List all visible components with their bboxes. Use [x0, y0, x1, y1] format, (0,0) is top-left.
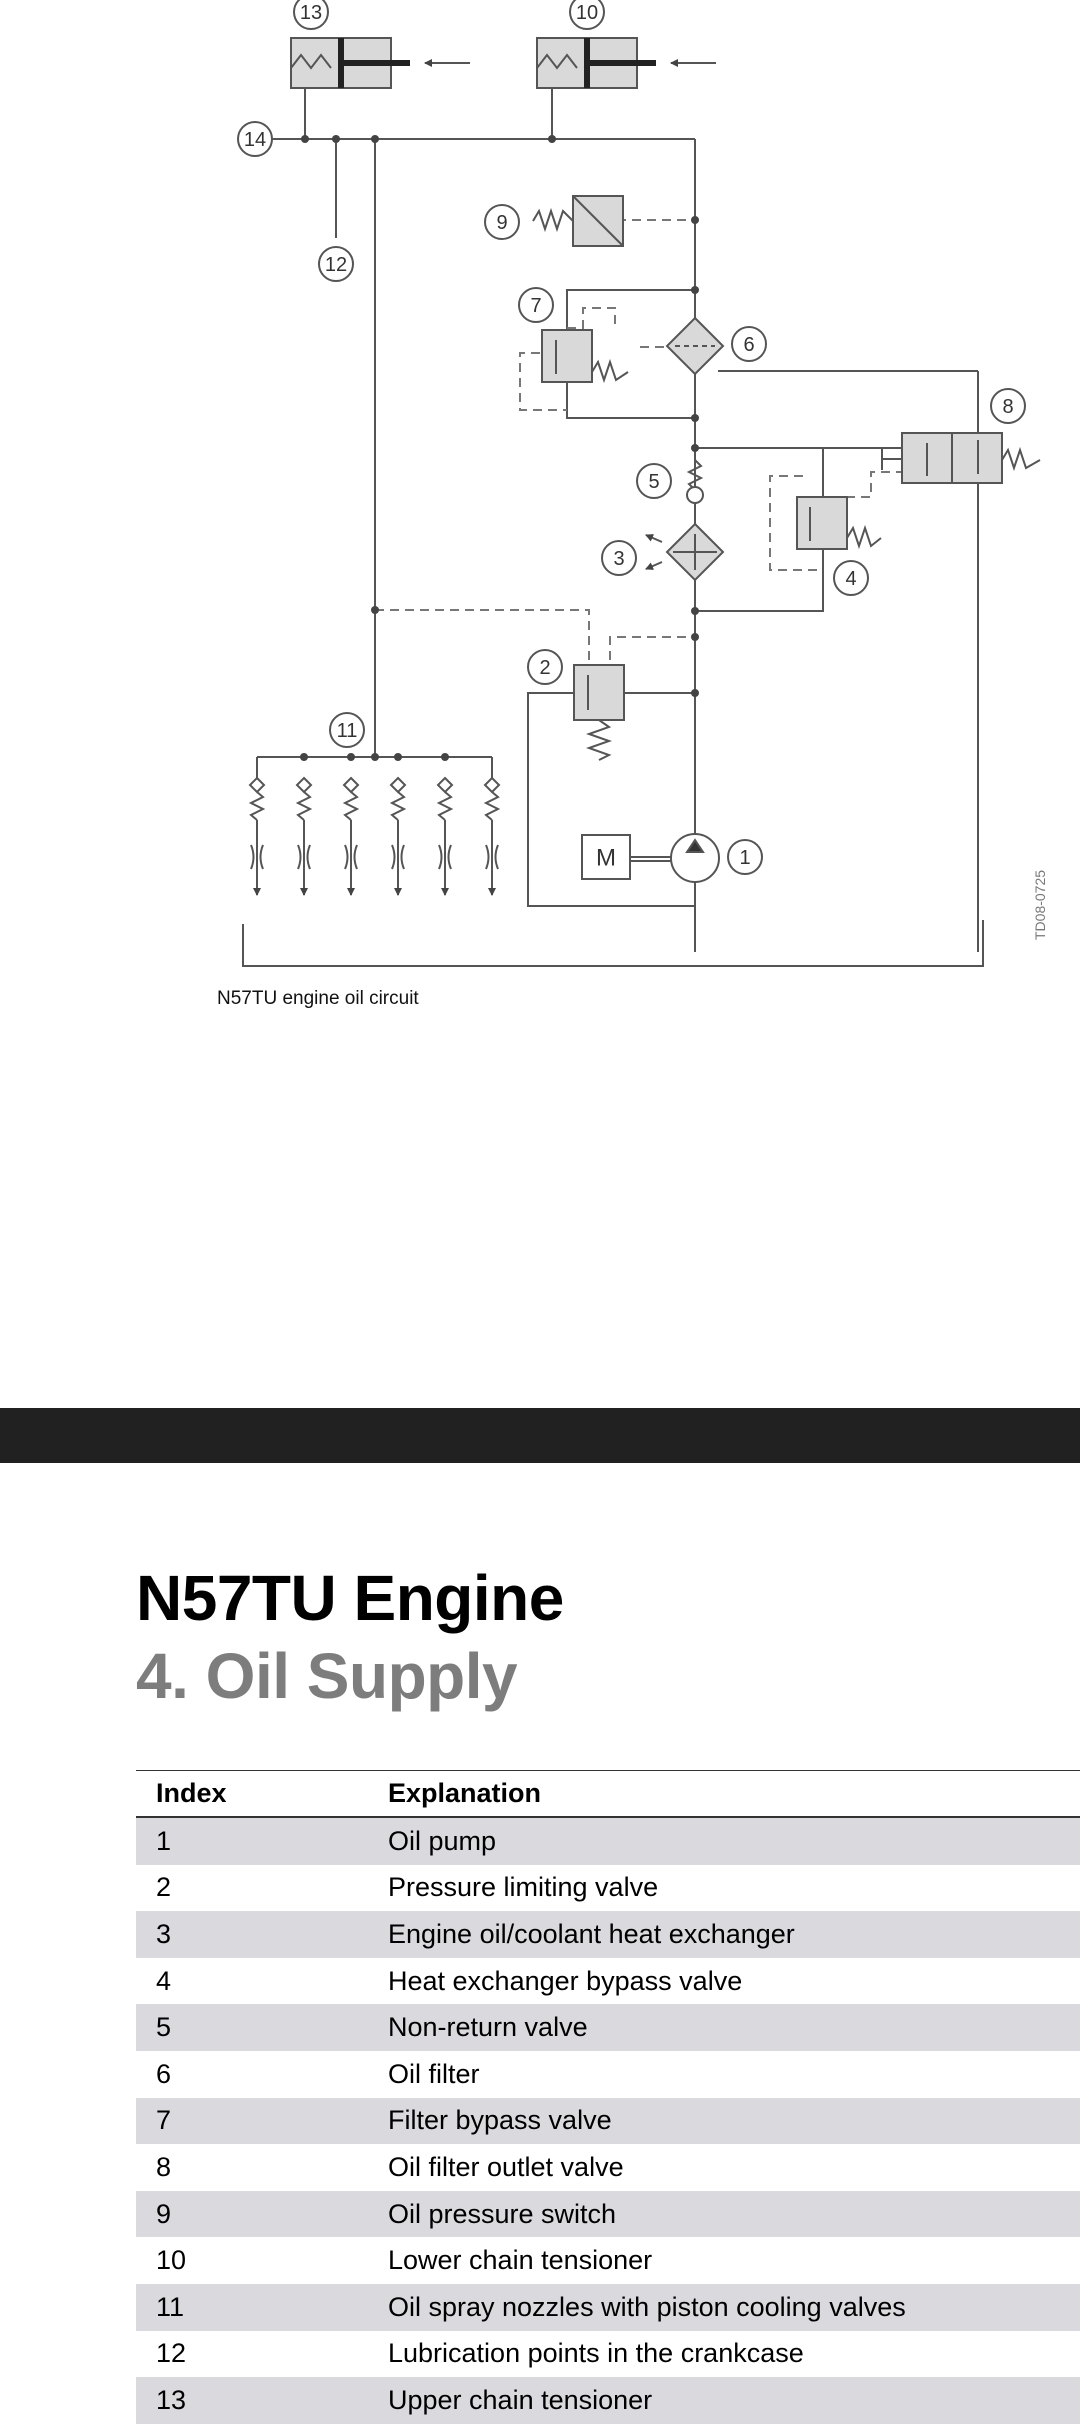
table-row: 6 Oil filter	[136, 2051, 1080, 2098]
spray-nozzle	[248, 776, 266, 896]
row-explanation: Pressure limiting valve	[388, 1872, 659, 1903]
callout-label: 5	[648, 471, 659, 493]
table-row: 11 Oil spray nozzles with piston cooling …	[136, 2283, 1080, 2331]
row-explanation: Non-return valve	[388, 2012, 588, 2043]
row-index: 5	[156, 2012, 172, 2043]
legend-table: Index Explanation 1 Oil pump 2 Pressure lim…	[136, 1770, 1080, 2424]
table-row: 13 Upper chain tensioner	[136, 2377, 1080, 2424]
callout-14: 14	[237, 121, 273, 157]
callout-4: 4	[833, 560, 869, 596]
callout-label: 14	[244, 129, 266, 151]
row-index: 2	[156, 1872, 172, 1903]
column-header-explanation: Explanation	[388, 1778, 542, 1808]
row-index: 9	[156, 2198, 172, 2229]
row-explanation: Oil pump	[388, 1825, 497, 1856]
table-row: 4 Heat exchanger bypass valve	[136, 1958, 1080, 2005]
callout-label: 1	[739, 847, 750, 869]
row-index: 7	[156, 2105, 172, 2136]
table-row: 7 Filter bypass valve	[136, 2097, 1080, 2145]
callout-1: 1	[727, 839, 763, 875]
table-row: 1 Oil pump	[136, 1818, 1080, 1865]
table-row: 5 Non-return valve	[136, 2004, 1080, 2051]
row-index: 12	[156, 2338, 187, 2369]
callout-label: 7	[530, 295, 541, 317]
callout-label: 10	[576, 2, 598, 24]
table-row: 10 Lower chain tensioner	[136, 2237, 1080, 2284]
row-explanation: Lower chain tensioner	[388, 2245, 653, 2276]
callout-5: 5	[636, 463, 672, 499]
spray-nozzle	[389, 776, 407, 896]
row-explanation: Upper chain tensioner	[388, 2384, 653, 2415]
row-index: 3	[156, 1918, 172, 1949]
callout-label: 8	[1002, 396, 1013, 418]
row-index: 13	[156, 2384, 187, 2415]
callout-6: 6	[731, 326, 767, 362]
callout-2: 2	[527, 649, 563, 685]
row-index: 10	[156, 2245, 187, 2276]
table-header: Index Explanation	[136, 1770, 1080, 1818]
callout-11: 11	[329, 712, 365, 748]
callout-label: 13	[300, 2, 322, 24]
spray-nozzle	[342, 776, 360, 896]
row-explanation: Oil pressure switch	[388, 2198, 617, 2229]
spray-nozzle	[483, 776, 501, 896]
row-explanation: Lubrication points in the crankcase	[388, 2338, 804, 2369]
row-explanation: Oil spray nozzles with piston cooling va…	[388, 2291, 906, 2322]
row-explanation: Filter bypass valve	[388, 2105, 612, 2136]
row-explanation: Engine oil/coolant heat exchanger	[388, 1918, 795, 1949]
figure-caption: N57TU engine oil circuit	[217, 988, 419, 1009]
row-index: 6	[156, 2058, 172, 2089]
callout-label: 4	[845, 568, 856, 590]
callout-label: 6	[743, 334, 754, 356]
row-index: 11	[156, 2291, 185, 2322]
callout-label: 11	[337, 720, 358, 742]
row-explanation: Oil filter	[388, 2058, 480, 2089]
table-row: 9 Oil pressure switch	[136, 2190, 1080, 2238]
spray-nozzle	[436, 776, 454, 896]
table-body: 1 Oil pump 2 Pressure limiting valve 3 Engine…	[136, 1818, 1080, 2424]
row-explanation: Oil filter outlet valve	[388, 2151, 624, 2182]
table-row: 3 Engine oil/coolant heat exchanger	[136, 1911, 1080, 1958]
callout-10: 10	[569, 0, 605, 30]
callout-label: 12	[325, 254, 347, 276]
table-row: 8 Oil filter outlet valve	[136, 2144, 1080, 2191]
column-header-index: Index	[156, 1778, 227, 1808]
callout-7: 7	[518, 287, 554, 323]
callout-9: 9	[484, 204, 520, 240]
section-divider	[0, 1408, 1080, 1463]
motor-label: M	[596, 845, 616, 872]
callout-label: 3	[613, 548, 624, 570]
row-index: 1	[156, 1825, 172, 1856]
page-title: N57TU Engine	[136, 1562, 564, 1634]
callout-8: 8	[990, 388, 1026, 424]
table-row: 2 Pressure limiting valve	[136, 1865, 1080, 1912]
row-explanation: Heat exchanger bypass valve	[388, 1965, 743, 1996]
figure-reference: TD08-0725	[1032, 869, 1048, 940]
section-subtitle: 4. Oil Supply	[136, 1640, 518, 1712]
callout-13: 13	[293, 0, 329, 30]
row-index: 4	[156, 1965, 172, 1996]
row-index: 8	[156, 2151, 172, 2182]
callout-12: 12	[318, 246, 354, 282]
callout-label: 2	[539, 657, 550, 679]
callout-3: 3	[601, 540, 637, 576]
spray-nozzle	[295, 776, 313, 896]
callout-label: 9	[496, 212, 507, 234]
table-row: 12 Lubrication points in the crankcase	[136, 2331, 1080, 2378]
